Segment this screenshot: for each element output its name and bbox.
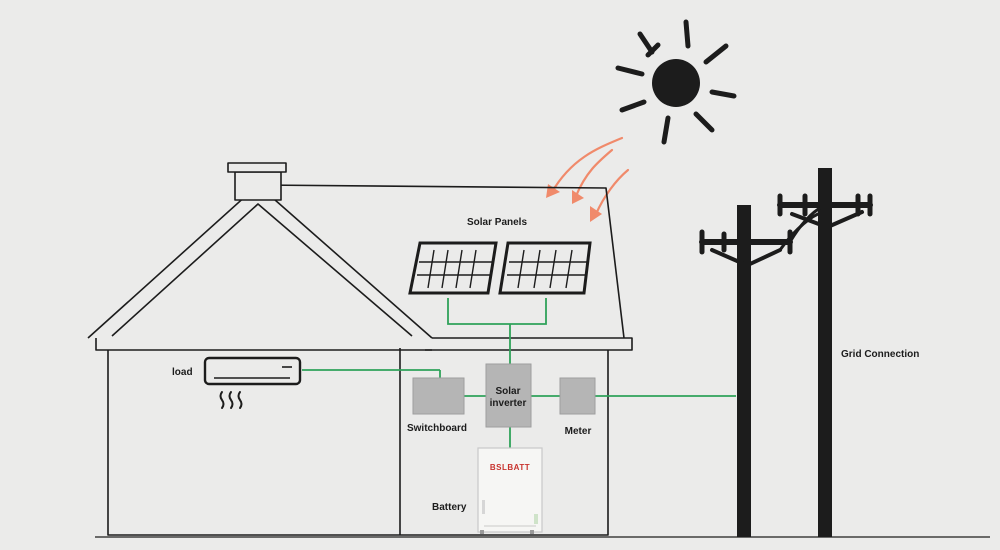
- solar-panel-left: [408, 241, 498, 295]
- sun-icon: [615, 19, 737, 145]
- battery-label: Battery: [432, 502, 467, 513]
- air-conditioner-icon: [203, 356, 302, 386]
- switchboard-box: [412, 377, 465, 415]
- house-outline: [87, 162, 633, 536]
- grid-connection-label: Grid Connection: [841, 349, 919, 360]
- airflow-icon: [219, 391, 243, 409]
- wiring: [302, 298, 736, 448]
- sunlight-arrowheads-icon: [546, 184, 602, 222]
- solar-inverter-box: [485, 363, 532, 428]
- sunlight-arrows-icon: [550, 136, 630, 216]
- load-label: load: [172, 367, 193, 378]
- meter-box: [559, 377, 596, 415]
- utility-poles-icon: [699, 168, 873, 537]
- meter-label: Meter: [565, 426, 592, 437]
- solar-panels-label: Solar Panels: [467, 217, 527, 228]
- inverter-label-line1: Solar: [495, 386, 520, 397]
- battery-unit: [477, 447, 543, 534]
- battery-brand-logo: BSLBATT: [490, 463, 530, 472]
- switchboard-label: Switchboard: [407, 423, 467, 434]
- solar-panel-right: [498, 241, 592, 295]
- inverter-label-line2: inverter: [490, 398, 527, 409]
